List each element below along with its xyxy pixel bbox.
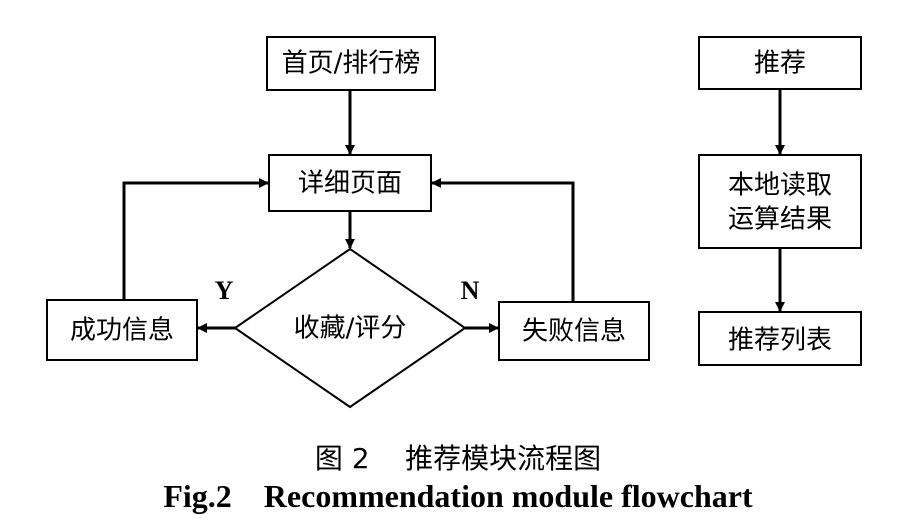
yes-branch-label: Y [215,276,234,305]
local-read-box [698,154,862,249]
success-info-label: 成功信息 [70,316,174,346]
favorite-rating-label: 收藏/评分 [294,314,407,344]
local-read-label-line2: 运算结果 [728,205,832,235]
arrow-success-to-detail [122,178,269,300]
home-ranking-label: 首页/排行榜 [282,49,421,79]
failure-info-label: 失败信息 [522,317,626,347]
recommend-label: 推荐 [754,49,806,79]
figure-caption-chinese: 图 2 推荐模块流程图 [314,442,602,475]
home-ranking-box [266,36,436,91]
recommend-list-label: 推荐列表 [728,326,832,356]
detail-page-box [268,154,432,212]
recommend-list-box [698,311,862,366]
favorite-rating-diamond [233,247,467,409]
detail-page-label: 详细页面 [298,169,402,199]
failure-info-box [498,301,650,361]
no-branch-label: N [461,276,480,305]
figure-caption-english: Fig.2 Recommendation module flowchart [163,478,753,514]
arrow-failure-to-detail [431,178,575,302]
recommend-box [698,36,862,90]
local-read-label-line1: 本地读取 [728,171,832,201]
success-info-box [46,299,198,361]
